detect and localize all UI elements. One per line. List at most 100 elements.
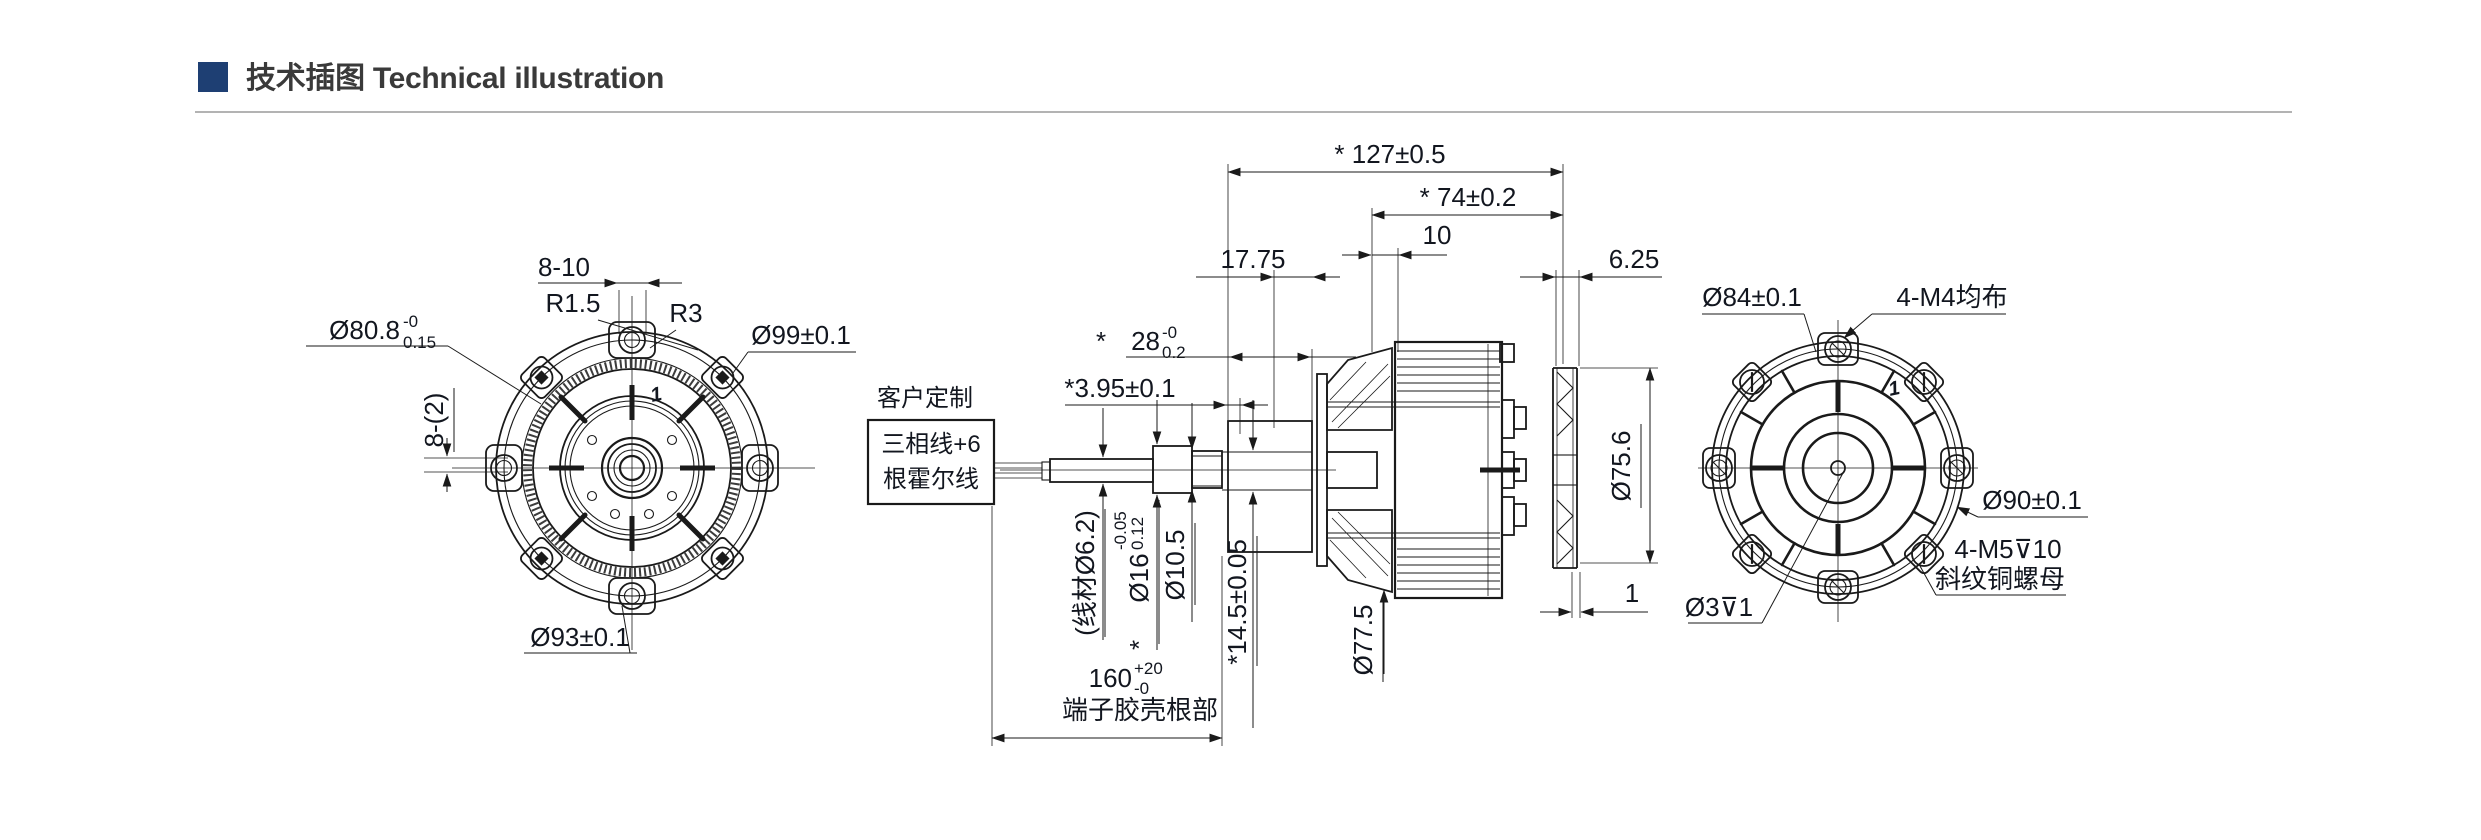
dim-wire-diameter: (线材Ø6.2) xyxy=(1070,408,1108,640)
motor-front-bracket xyxy=(1316,346,1500,594)
dim-d80-8: Ø80.8 -0 0.15 xyxy=(306,312,542,405)
svg-text:*14.5±0.05: *14.5±0.05 xyxy=(1222,539,1252,665)
rear-ear-left xyxy=(1702,447,1736,489)
svg-text:4-M5⊽10: 4-M5⊽10 xyxy=(1954,534,2061,564)
mounting-ear-ne xyxy=(701,356,744,399)
dim-4m5: 4-M5⊽10 斜纹铜螺母 xyxy=(1919,534,2066,596)
dim-d3: Ø3⊽1 xyxy=(1685,472,1844,624)
stator-stack xyxy=(1393,340,1527,600)
wires-note-line2: 根霍尔线 xyxy=(883,466,979,493)
svg-text:Ø3⊽1: Ø3⊽1 xyxy=(1685,592,1753,622)
svg-text:Ø75.6: Ø75.6 xyxy=(1606,431,1636,502)
svg-text:*: * xyxy=(1124,640,1154,650)
mounting-ear-nw xyxy=(520,356,563,399)
svg-text:1: 1 xyxy=(1625,578,1639,608)
dim-160: 160 +20 -0 端子胶壳根部 xyxy=(991,506,1223,746)
dim-4m5-note: 斜纹铜螺母 xyxy=(1935,564,2065,594)
svg-text:Ø90±0.1: Ø90±0.1 xyxy=(1982,485,2082,515)
connector-envelope xyxy=(1227,420,1313,553)
wire-leads xyxy=(994,461,1051,481)
svg-text:* 127±0.5: * 127±0.5 xyxy=(1334,139,1445,169)
svg-text:-0: -0 xyxy=(1134,679,1149,698)
svg-text:Ø16: Ø16 xyxy=(1124,553,1154,602)
svg-text:R3: R3 xyxy=(669,298,702,328)
svg-text:*3.95±0.1: *3.95±0.1 xyxy=(1064,373,1175,403)
svg-text:10: 10 xyxy=(1423,220,1452,250)
rear-ear-nw xyxy=(1731,361,1773,403)
svg-text:-0: -0 xyxy=(1162,323,1177,342)
dim-r1-5: R1.5 xyxy=(546,288,699,351)
rear-ear-ne xyxy=(1903,361,1945,403)
wires-note-line1: 三相线+6 xyxy=(881,431,980,458)
dim-8-10: 8-10 xyxy=(538,252,682,334)
bolt-holes xyxy=(586,434,678,520)
dim-4m4: 4-M4均布 xyxy=(1843,282,2008,339)
index-mark-1: 1 xyxy=(648,383,663,407)
svg-text:160: 160 xyxy=(1089,663,1132,693)
rear-ear-right xyxy=(1940,447,1974,489)
svg-text:Ø10.5: Ø10.5 xyxy=(1160,530,1190,601)
svg-text:17.75: 17.75 xyxy=(1220,244,1285,274)
dim-3-95: *3.95±0.1 xyxy=(1064,373,1268,434)
section-header: 技术插图 Technical illustration xyxy=(195,62,2292,113)
svg-text:*: * xyxy=(1096,326,1106,356)
svg-text:(线材Ø6.2): (线材Ø6.2) xyxy=(1070,510,1100,636)
svg-text:-0.05: -0.05 xyxy=(1111,511,1130,550)
dim-d10-5: Ø10.5 xyxy=(1160,403,1197,622)
dim-28: * 28 -0 0.2 xyxy=(1096,323,1356,421)
svg-text:8-(2): 8-(2) xyxy=(419,393,449,448)
dim-127: * 127±0.5 xyxy=(1227,139,1564,420)
left-view-front-face: 1 8-10 R1.5 R3 Ø99±0.1 Ø80.8 -0 0.15 xyxy=(306,252,856,654)
dim-8-2: 8-(2) xyxy=(419,388,508,492)
dim-6-25: 6.25 xyxy=(1520,244,1662,366)
custom-label: 客户定制 xyxy=(877,385,973,412)
dim-74: * 74±0.2 xyxy=(1371,182,1564,352)
svg-text:0.15: 0.15 xyxy=(403,333,436,352)
svg-text:Ø77.5: Ø77.5 xyxy=(1348,605,1378,676)
svg-text:6.25: 6.25 xyxy=(1609,244,1660,274)
svg-text:Ø80.8: Ø80.8 xyxy=(329,315,400,345)
dim-d16: Ø16 -0.05 0.12 * xyxy=(1111,400,1162,650)
dim-10: 10 xyxy=(1342,220,1451,352)
dim-d90: Ø90±0.1 xyxy=(1956,485,2088,518)
dim-160-note: 端子胶壳根部 xyxy=(1062,695,1218,725)
dim-17-75: 17.75 xyxy=(1196,244,1340,428)
shaft xyxy=(1049,445,1312,494)
dim-r3: R3 xyxy=(649,298,703,349)
svg-text:Ø84±0.1: Ø84±0.1 xyxy=(1702,282,1802,312)
svg-text:Ø93±0.1: Ø93±0.1 xyxy=(530,622,630,652)
customer-note-box xyxy=(866,418,996,506)
mounting-ear-right xyxy=(741,444,779,492)
svg-text:R1.5: R1.5 xyxy=(546,288,601,318)
svg-text:-0: -0 xyxy=(403,312,418,331)
dim-14-5: *14.5±0.05 xyxy=(1222,400,1258,728)
knurl-ring xyxy=(523,359,741,577)
svg-text:28: 28 xyxy=(1131,326,1160,356)
svg-text:Ø99±0.1: Ø99±0.1 xyxy=(751,320,851,350)
middle-view-side-section: 客户定制 三相线+6 根霍尔线 xyxy=(866,139,1662,746)
rear-ear-se xyxy=(1903,533,1945,575)
svg-text:4-M4均布: 4-M4均布 xyxy=(1896,282,2007,312)
rear-ear-sw xyxy=(1731,533,1773,575)
page-title: 技术插图 Technical illustration xyxy=(246,62,664,95)
mounting-ear-se xyxy=(701,537,744,580)
rear-ear-bottom xyxy=(1817,570,1859,604)
rear-index-mark-1: 1 xyxy=(1886,377,1901,401)
right-view-rear-face: 1 Ø84±0.1 4-M4均布 Ø90±0.1 4-M5⊽10 斜纹铜螺母 Ø… xyxy=(1685,282,2088,624)
svg-text:* 74±0.2: * 74±0.2 xyxy=(1420,182,1517,212)
svg-text:+20: +20 xyxy=(1134,659,1163,678)
dim-d84: Ø84±0.1 xyxy=(1702,282,1817,353)
header-bullet-square xyxy=(198,62,228,92)
mounting-ear-sw xyxy=(520,537,563,580)
svg-text:0.12: 0.12 xyxy=(1128,517,1147,550)
mounting-ear-bottom xyxy=(608,577,656,615)
dim-rear-1: 1 xyxy=(1540,572,1648,618)
svg-text:8-10: 8-10 xyxy=(538,252,590,282)
rear-cap xyxy=(1552,367,1578,569)
dim-d93: Ø93±0.1 xyxy=(524,605,637,654)
rear-spokes xyxy=(1739,369,1937,567)
rear-ear-top xyxy=(1817,332,1859,366)
mounting-ear-top xyxy=(608,321,656,359)
